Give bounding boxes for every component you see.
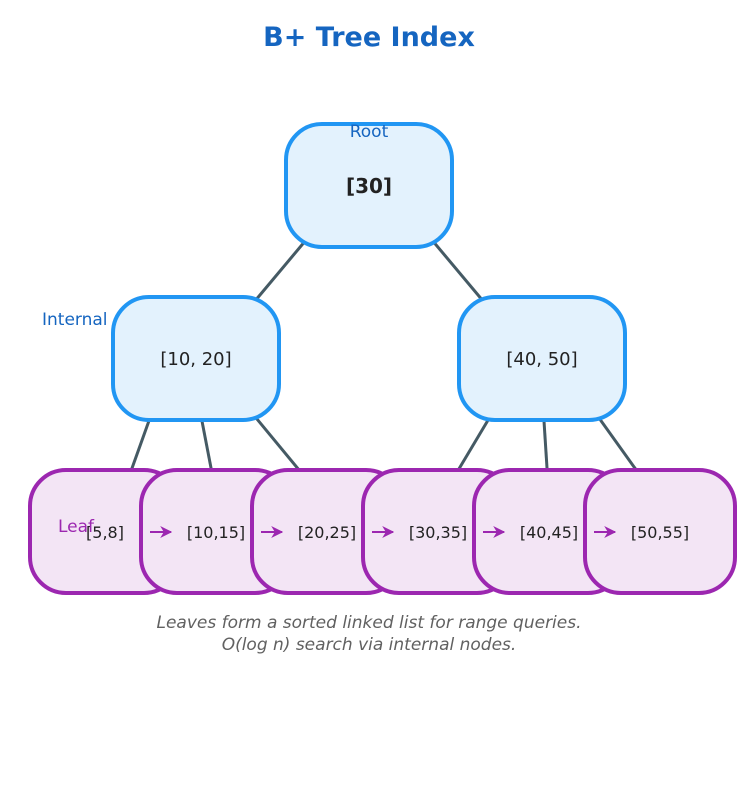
caption-line-2: O(log n) search via internal nodes. [222,635,517,655]
leaf-node-2-keys: [10,15] [187,523,245,542]
page-title: B+ Tree Index [263,22,475,53]
internal-node-left-box [111,295,281,422]
level-label-leaf: Leaf [58,517,95,537]
internal-node-right-keys: [40, 50] [506,349,577,370]
leaf-node-6: [50,55] [583,468,737,595]
level-label-root: Root [350,122,389,142]
root-node: [30] [284,122,454,249]
root-node-keys: [30] [346,174,392,198]
internal-node-right-box [457,295,627,422]
level-label-internal: Internal [42,310,108,330]
leaf-node-6-keys: [50,55] [631,523,689,542]
leaf-node-6-box [583,468,737,595]
leaf-node-1-keys: [5,8] [86,523,124,542]
caption-line-1: Leaves form a sorted linked list for ran… [156,613,581,633]
leaf-node-5-keys: [40,45] [520,523,578,542]
internal-node-right: [40, 50] [457,295,627,422]
internal-node-left-keys: [10, 20] [160,349,231,370]
root-node-box [284,122,454,249]
leaf-node-3-keys: [20,25] [298,523,356,542]
internal-node-left: [10, 20] [111,295,281,422]
leaf-node-4-keys: [30,35] [409,523,467,542]
